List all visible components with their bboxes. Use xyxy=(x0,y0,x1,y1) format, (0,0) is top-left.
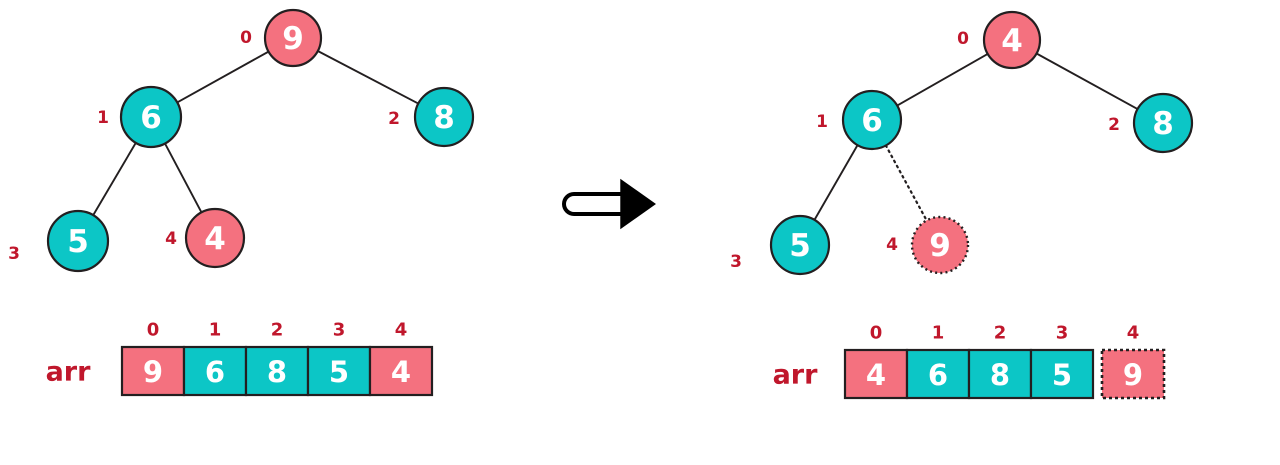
node-index-label-left-3: 3 xyxy=(8,244,20,264)
array-index-label-right-1: 1 xyxy=(932,323,945,344)
array-cell-value-right-4: 9 xyxy=(1123,358,1143,392)
tree-edge-left-0-2 xyxy=(317,50,419,105)
array-name-right: arr xyxy=(773,360,819,391)
node-value-left-1: 6 xyxy=(140,100,162,136)
node-circle-right-4 xyxy=(910,215,970,275)
array-cell-left-0[interactable]: 9 xyxy=(120,345,186,397)
array-index-label-left-1: 1 xyxy=(209,320,222,341)
tree-node-left-2[interactable]: 8 xyxy=(413,86,475,148)
tree-node-right-2[interactable]: 8 xyxy=(1132,92,1194,154)
node-value-right-0: 4 xyxy=(1001,23,1023,59)
array-cell-value-left-2: 8 xyxy=(267,355,287,389)
node-value-right-1: 6 xyxy=(861,103,883,139)
array-cell-left-3[interactable]: 5 xyxy=(306,345,372,397)
tree-node-left-0[interactable]: 9 xyxy=(263,8,323,68)
node-value-right-3: 5 xyxy=(789,228,811,264)
array-cell-box-left-2 xyxy=(244,345,310,397)
tree-node-left-1[interactable]: 6 xyxy=(119,85,183,149)
tree-edge-left-0-1 xyxy=(176,50,269,104)
node-value-left-3: 5 xyxy=(67,224,89,260)
array-cell-right-1[interactable]: 6 xyxy=(905,348,971,400)
array-cell-value-left-1: 6 xyxy=(205,355,225,389)
array-cell-right-4[interactable]: 9 xyxy=(1100,348,1166,400)
node-circle-left-3 xyxy=(46,209,110,273)
double-arrow-right-icon xyxy=(562,178,656,230)
node-value-left-4: 4 xyxy=(204,221,226,257)
tree-node-right-1[interactable]: 6 xyxy=(841,89,903,151)
left-array: arr 9 0 6 1 8 2 5 3 4 4 xyxy=(46,320,434,397)
node-index-label-left-2: 2 xyxy=(388,109,400,129)
node-index-label-left-1: 1 xyxy=(97,108,109,128)
left-tree-nodes: 9 0 6 1 8 2 5 3 4 4 xyxy=(8,8,475,273)
tree-edge-right-1-4 xyxy=(884,144,928,222)
node-index-label-left-0: 0 xyxy=(240,28,252,48)
array-cell-left-4[interactable]: 4 xyxy=(368,345,434,397)
node-circle-left-0 xyxy=(263,8,323,68)
right-array: arr 4 0 6 1 8 2 5 3 9 4 xyxy=(773,323,1166,400)
array-index-label-left-2: 2 xyxy=(271,320,284,341)
tree-edge-left-1-3 xyxy=(92,142,137,216)
array-cell-left-2[interactable]: 8 xyxy=(244,345,310,397)
array-cell-box-left-1 xyxy=(182,345,248,397)
node-index-label-right-4: 4 xyxy=(886,235,898,255)
node-circle-right-2 xyxy=(1132,92,1194,154)
array-cell-value-right-2: 8 xyxy=(990,358,1010,392)
tree-node-right-0[interactable]: 4 xyxy=(982,10,1042,70)
array-cell-value-right-0: 4 xyxy=(866,358,886,392)
node-value-left-0: 9 xyxy=(282,21,304,57)
tree-edge-right-0-1 xyxy=(896,53,989,107)
tree-node-right-4[interactable]: 9 xyxy=(910,215,970,275)
array-cell-value-right-1: 6 xyxy=(928,358,948,392)
node-value-right-2: 8 xyxy=(1152,106,1174,142)
array-cell-right-2[interactable]: 8 xyxy=(967,348,1033,400)
transition-arrow xyxy=(562,178,656,230)
node-index-label-right-2: 2 xyxy=(1108,115,1120,135)
tree-node-left-4[interactable]: 4 xyxy=(184,207,246,269)
right-tree-nodes: 4 0 6 1 8 2 5 3 9 4 xyxy=(730,10,1194,276)
array-cell-box-right-4 xyxy=(1100,348,1166,400)
node-circle-left-4 xyxy=(184,207,246,269)
array-index-label-right-3: 3 xyxy=(1056,323,1069,344)
array-cell-box-right-3 xyxy=(1029,348,1095,400)
node-circle-right-0 xyxy=(982,10,1042,70)
node-index-label-right-0: 0 xyxy=(957,29,969,49)
node-index-label-left-4: 4 xyxy=(165,229,177,249)
node-index-label-right-3: 3 xyxy=(730,252,742,272)
tree-edge-left-1-4 xyxy=(164,143,203,213)
node-circle-left-1 xyxy=(119,85,183,149)
node-value-right-4: 9 xyxy=(929,228,951,264)
array-index-label-left-0: 0 xyxy=(147,320,160,341)
array-cell-value-left-3: 5 xyxy=(329,355,349,389)
array-cell-value-left-4: 4 xyxy=(391,355,411,389)
tree-edge-right-0-2 xyxy=(1036,52,1139,110)
array-cell-box-right-0 xyxy=(843,348,909,400)
array-index-label-right-0: 0 xyxy=(870,323,883,344)
array-cell-left-1[interactable]: 6 xyxy=(182,345,248,397)
tree-edge-right-1-3 xyxy=(813,144,859,221)
left-tree-edges xyxy=(92,50,419,216)
array-cell-right-0[interactable]: 4 xyxy=(843,348,909,400)
tree-node-right-3[interactable]: 5 xyxy=(769,214,831,276)
node-index-label-right-1: 1 xyxy=(816,112,828,132)
array-index-label-right-2: 2 xyxy=(994,323,1007,344)
array-name-left: arr xyxy=(46,357,92,388)
array-cell-right-3[interactable]: 5 xyxy=(1029,348,1095,400)
node-circle-right-1 xyxy=(841,89,903,151)
right-tree-edges xyxy=(813,52,1139,222)
array-cell-value-left-0: 9 xyxy=(143,355,163,389)
array-cell-box-right-1 xyxy=(905,348,971,400)
node-circle-right-3 xyxy=(769,214,831,276)
node-circle-left-2 xyxy=(413,86,475,148)
array-index-label-left-3: 3 xyxy=(333,320,346,341)
tree-node-left-3[interactable]: 5 xyxy=(46,209,110,273)
array-cell-box-left-0 xyxy=(120,345,186,397)
array-cell-value-right-3: 5 xyxy=(1052,358,1072,392)
node-value-left-2: 8 xyxy=(433,100,455,136)
array-index-label-right-4: 4 xyxy=(1127,323,1140,344)
array-cell-box-left-4 xyxy=(368,345,434,397)
array-index-label-left-4: 4 xyxy=(395,320,408,341)
